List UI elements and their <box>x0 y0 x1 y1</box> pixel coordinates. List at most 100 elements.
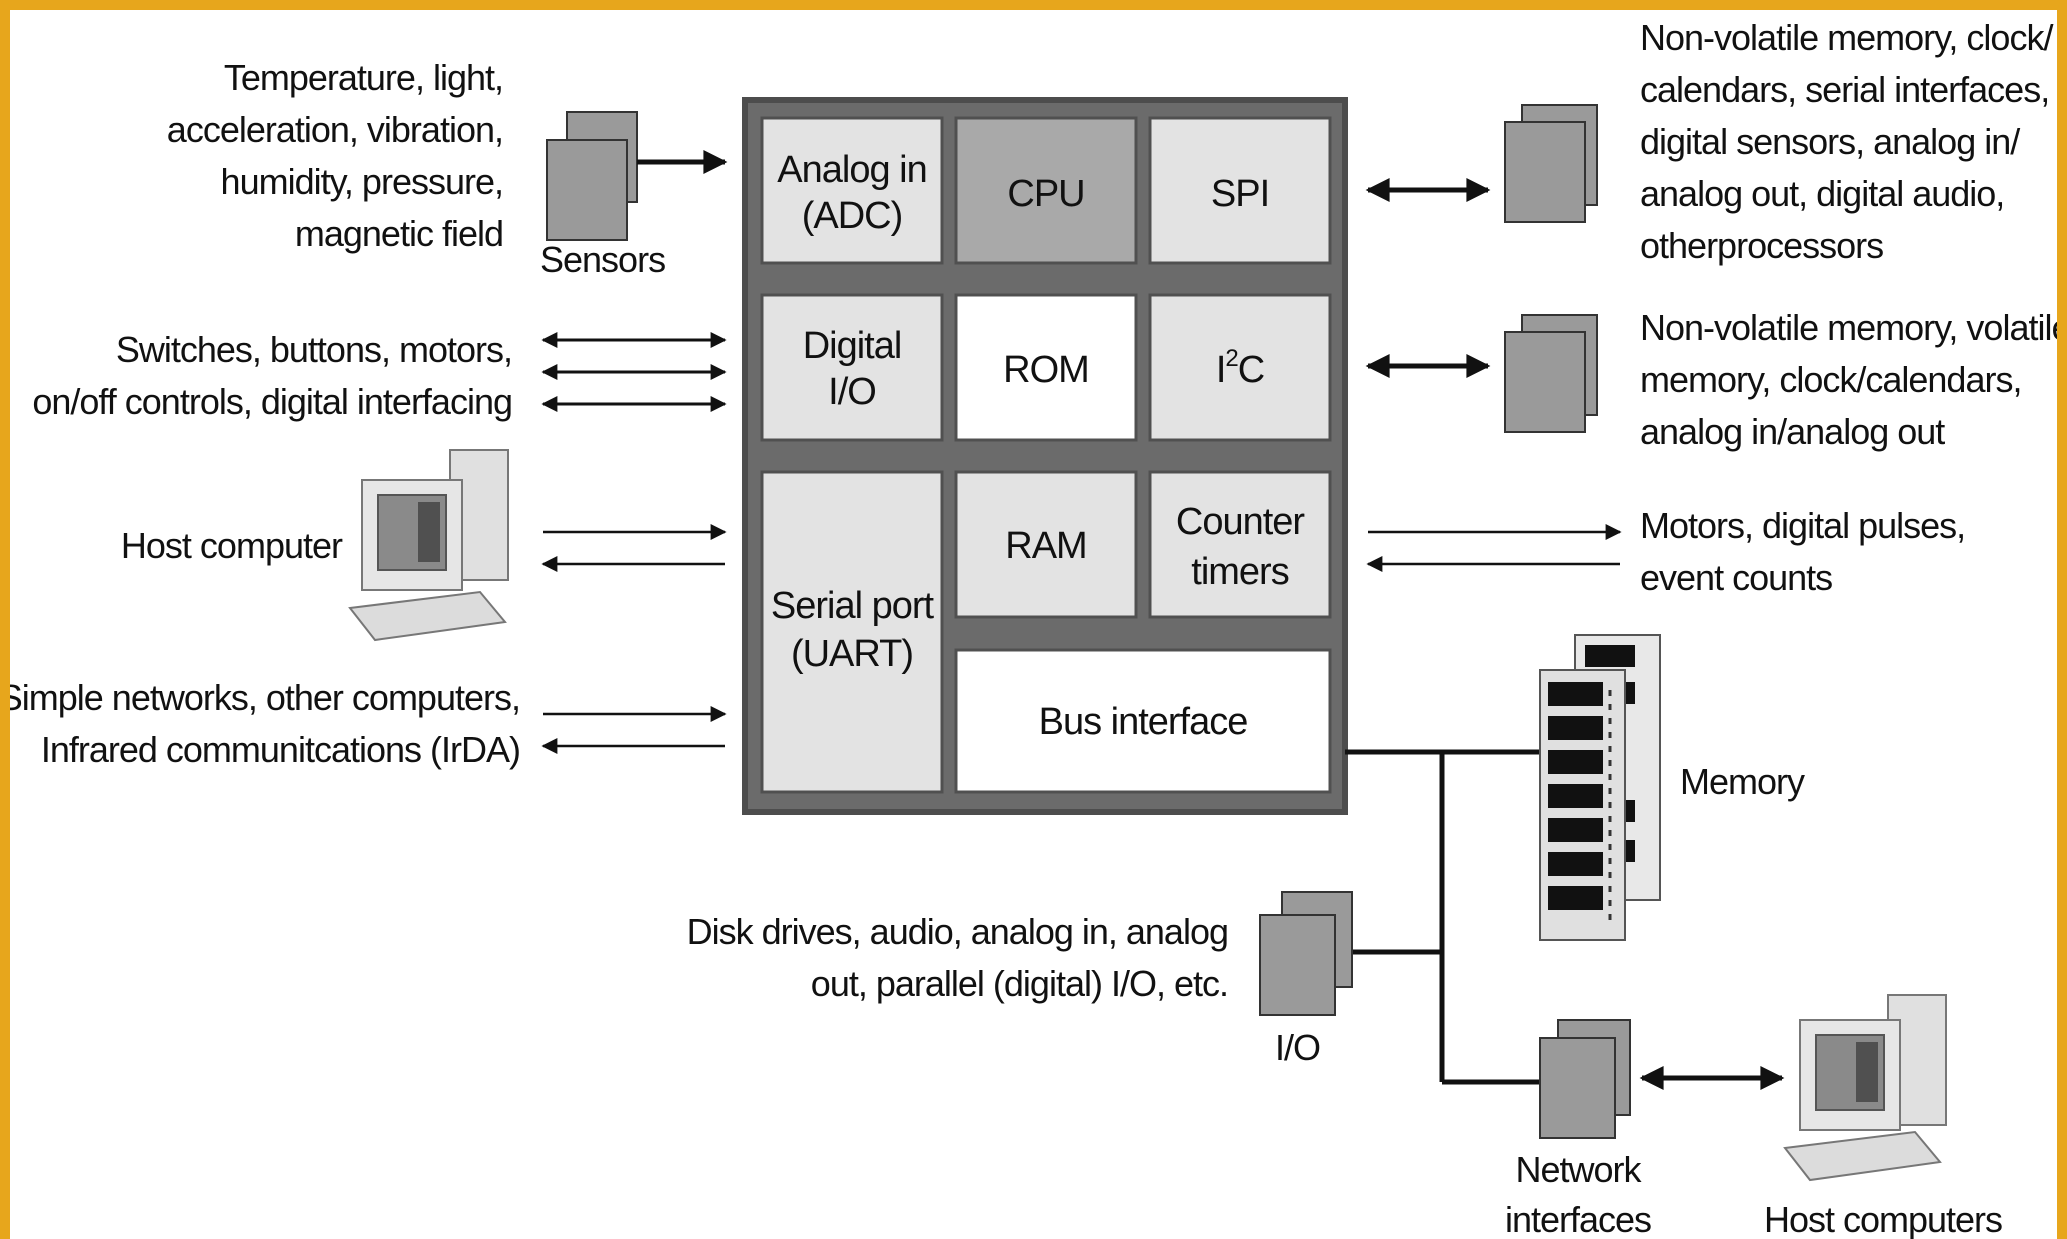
counter-timers-line2: timers <box>1191 551 1288 593</box>
block-counter-timers: Counter timers <box>1148 470 1332 619</box>
svg-text:acceleration, vibration,: acceleration, vibration, <box>167 109 503 150</box>
io-desc-line2: out, parallel (digital) I/O, etc. <box>811 963 1228 1004</box>
i2c-desc-line1: Non-volatile memory, volatile <box>1640 307 2057 348</box>
block-i2c: I2C <box>1148 293 1332 442</box>
bus-lines <box>1345 749 1545 1085</box>
counter-timers-line1: Counter <box>1176 501 1306 543</box>
bus-interface-label: Bus interface <box>1039 701 1248 743</box>
serial-port-line1: Serial port <box>771 585 935 627</box>
timers-description: Motors, digital pulses, event counts <box>1640 505 1966 598</box>
io-desc-line1: Disk drives, audio, analog in, analog <box>687 911 1228 952</box>
block-analog-in: Analog in (ADC) <box>760 116 944 265</box>
i2c-desc-line2: memory, clock/calendars, <box>1640 359 2021 400</box>
svg-text:Switches, buttons, motors,: Switches, buttons, motors, <box>116 329 512 370</box>
microcontroller-diagram: Analog in (ADC) CPU SPI Digital I/O ROM … <box>10 17 2057 1239</box>
digital-io-line2: I/O <box>828 371 876 413</box>
i2c-desc-line3: analog in/analog out <box>1640 411 1945 452</box>
network-label-line1: Network <box>1515 1149 1642 1190</box>
svg-text:Disk drives, audio, analog in,: Disk drives, audio, analog in, analog <box>687 911 1228 952</box>
analog-in-line2: (ADC) <box>802 195 903 237</box>
svg-text:Serial port: Serial port <box>771 585 935 627</box>
svg-text:Motors, digital pulses,: Motors, digital pulses, <box>1640 505 1965 546</box>
spi-desc-line1: Non-volatile memory, clock/ <box>1640 17 2053 58</box>
spi-description: Non-volatile memory, clock/ calendars, s… <box>1640 17 2054 266</box>
sensors-desc-line1: Temperature, light, <box>224 57 503 98</box>
svg-text:magnetic field: magnetic field <box>295 213 503 254</box>
block-digital-io: Digital I/O <box>760 293 944 442</box>
network-interfaces-icon <box>1539 1019 1631 1139</box>
timer-arrows <box>1366 524 1622 572</box>
svg-text:analog out, digital audio,: analog out, digital audio, <box>1640 173 2004 214</box>
svg-text:on/off controls, digital inter: on/off controls, digital interfacing <box>32 381 512 422</box>
svg-text:Counter: Counter <box>1176 501 1306 543</box>
block-serial-port: Serial port (UART) <box>760 470 944 794</box>
io-description: Disk drives, audio, analog in, analog ou… <box>687 911 1229 1004</box>
sensors-label: Sensors <box>540 239 665 280</box>
networks-desc-line2: Infrared communitcations (IrDA) <box>41 729 520 770</box>
switches-desc-line2: on/off controls, digital interfacing <box>32 381 512 422</box>
svg-text:out, parallel (digital) I/O, e: out, parallel (digital) I/O, etc. <box>811 963 1228 1004</box>
svg-text:Temperature, light,: Temperature, light, <box>224 57 503 98</box>
svg-text:otherprocessors: otherprocessors <box>1640 225 1883 266</box>
digital-io-arrows <box>541 332 727 412</box>
switches-desc-line1: Switches, buttons, motors, <box>116 329 512 370</box>
i2c-tail: C <box>1238 349 1264 391</box>
sensors-icon <box>546 111 638 241</box>
block-cpu: CPU <box>954 116 1138 265</box>
spi-label: SPI <box>1211 173 1269 215</box>
svg-text:Simple networks, other compute: Simple networks, other computers, <box>10 677 520 718</box>
svg-text:I2C: I2C <box>1216 345 1264 391</box>
ram-label: RAM <box>1005 525 1086 567</box>
serial-port-line2: (UART) <box>791 633 913 675</box>
uart-network-arrows <box>541 706 727 754</box>
svg-text:(ADC): (ADC) <box>802 195 903 237</box>
svg-text:Non-volatile memory, volatile: Non-volatile memory, volatile <box>1640 307 2057 348</box>
svg-text:calendars, serial interfaces,: calendars, serial interfaces, <box>1640 69 2049 110</box>
svg-text:interfaces: interfaces <box>1505 1199 1651 1239</box>
i2c-base: I <box>1216 349 1226 391</box>
sensors-description: Temperature, light, acceleration, vibrat… <box>167 57 504 254</box>
sensors-desc-line2: acceleration, vibration, <box>167 109 503 150</box>
svg-text:memory, clock/calendars,: memory, clock/calendars, <box>1640 359 2021 400</box>
spi-desc-line3: digital sensors, analog in/ <box>1640 121 2020 162</box>
digital-io-line1: Digital <box>803 325 902 367</box>
block-spi: SPI <box>1148 116 1332 265</box>
spi-desc-line4: analog out, digital audio, <box>1640 173 2004 214</box>
svg-text:I/O: I/O <box>828 371 876 413</box>
host-computers-label: Host computers <box>1764 1199 2002 1239</box>
networks-desc-line1: Simple networks, other computers, <box>10 677 520 718</box>
memory-icon <box>1539 634 1661 941</box>
io-device-icon <box>1259 891 1353 1016</box>
host-computer-icon <box>348 449 509 642</box>
svg-text:Analog in: Analog in <box>777 149 926 191</box>
network-interfaces-label: Network interfaces <box>1505 1149 1652 1239</box>
svg-text:timers: timers <box>1191 551 1288 593</box>
block-ram: RAM <box>954 470 1138 619</box>
timers-desc-line1: Motors, digital pulses, <box>1640 505 1965 546</box>
svg-text:(UART): (UART) <box>791 633 913 675</box>
block-bus-interface: Bus interface <box>954 648 1332 794</box>
spi-desc-line2: calendars, serial interfaces, <box>1640 69 2049 110</box>
svg-text:Infrared communitcations (IrDA: Infrared communitcations (IrDA) <box>41 729 520 770</box>
network-label-line2: interfaces <box>1505 1199 1651 1239</box>
svg-text:humidity, pressure,: humidity, pressure, <box>221 161 503 202</box>
networks-description: Simple networks, other computers, Infrar… <box>10 677 521 770</box>
svg-text:Network: Network <box>1515 1149 1642 1190</box>
spi-devices-icon <box>1504 104 1598 223</box>
host-computers-icon <box>1783 994 1947 1182</box>
spi-desc-line5: otherprocessors <box>1640 225 1883 266</box>
rom-label: ROM <box>1003 349 1089 391</box>
diagram-frame: Analog in (ADC) CPU SPI Digital I/O ROM … <box>10 10 2057 1239</box>
sensors-desc-line4: magnetic field <box>295 213 503 254</box>
svg-text:digital sensors, analog in/: digital sensors, analog in/ <box>1640 121 2020 162</box>
i2c-description: Non-volatile memory, volatile memory, cl… <box>1640 307 2057 452</box>
switches-description: Switches, buttons, motors, on/off contro… <box>32 329 513 422</box>
svg-text:Digital: Digital <box>803 325 902 367</box>
cpu-label: CPU <box>1007 173 1084 215</box>
analog-in-line1: Analog in <box>777 149 926 191</box>
timers-desc-line2: event counts <box>1640 557 1832 598</box>
block-rom: ROM <box>954 293 1138 442</box>
uart-host-arrows <box>541 524 727 572</box>
svg-text:analog in/analog out: analog in/analog out <box>1640 411 1945 452</box>
io-label: I/O <box>1275 1027 1320 1068</box>
